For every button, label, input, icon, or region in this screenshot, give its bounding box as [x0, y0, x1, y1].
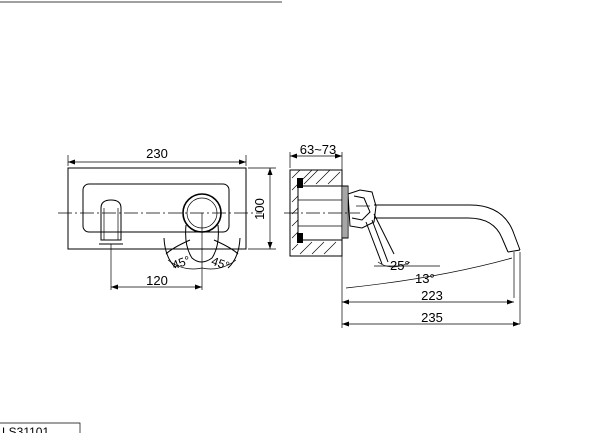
angle-arc-left	[167, 259, 203, 270]
dim-projection-label: 223	[421, 288, 443, 303]
plate-outline	[67, 167, 247, 250]
dim-width-label: 230	[146, 146, 168, 161]
dim-total-label: 235	[421, 310, 443, 325]
inner-panel	[82, 183, 230, 233]
footer-code: LS31101	[2, 425, 49, 433]
footer-box: LS31101	[0, 422, 81, 433]
dim-wall-label: 63~73	[300, 142, 337, 157]
angle-handle-arc	[377, 261, 411, 268]
angle-right-label: 45°	[210, 254, 232, 273]
side-view: 25° 13° 63~73 223 235	[284, 142, 521, 328]
angle-left-label: 45°	[170, 253, 192, 272]
angle-handle-label: 25°	[390, 258, 410, 273]
spout-front	[99, 199, 123, 290]
spout-side	[374, 204, 521, 324]
angle-spout-curve	[345, 257, 513, 289]
dim-height-label: 100	[252, 198, 267, 220]
dim-spacing-label: 120	[146, 273, 168, 288]
front-view: 45° 45° 230 100 120	[58, 146, 276, 290]
angle-spout-label: 13°	[415, 271, 435, 286]
cover-plate	[341, 185, 349, 239]
angle-arc-right	[201, 259, 237, 270]
handle-side	[347, 189, 395, 265]
handle-front	[163, 193, 241, 290]
